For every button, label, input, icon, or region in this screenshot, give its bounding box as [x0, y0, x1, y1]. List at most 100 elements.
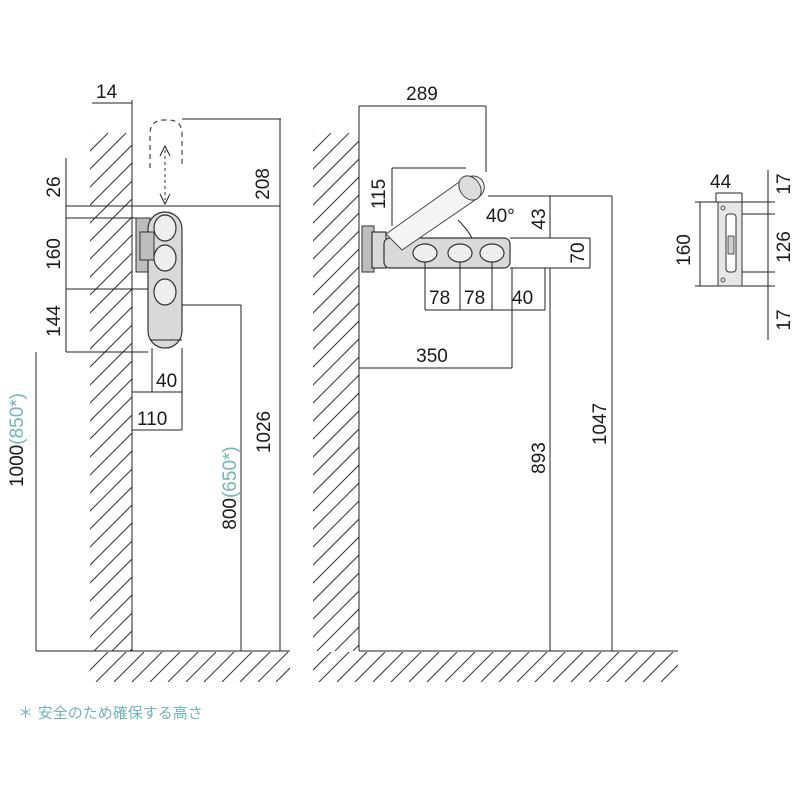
right-plate-hole-bottom: [720, 277, 726, 283]
left-arrow-down-icon: [159, 193, 171, 206]
hatch-line: [90, 652, 109, 671]
hatch-line: [313, 500, 359, 548]
middle-dim-43: 43: [529, 208, 550, 229]
middle-hole-1: [412, 243, 438, 263]
hatch-line: [90, 414, 132, 458]
left-dim-800: 800(650*): [220, 446, 241, 529]
left-wall-hatch: [90, 133, 666, 651]
left-arrow-up-icon: [159, 144, 171, 157]
middle-hole-2: [447, 243, 473, 263]
middle-dim-78a: 78: [429, 288, 450, 309]
hatch-line: [408, 652, 440, 682]
hatch-line: [697, 652, 727, 682]
left-dim-1000: 1000(850*): [7, 393, 28, 487]
hatch-line: [90, 486, 132, 530]
hatch-line: [90, 378, 132, 422]
right-dim-126: 126: [774, 231, 795, 263]
hatch-line: [313, 230, 359, 278]
right-dim-160: 160: [674, 234, 695, 266]
hatch-line: [90, 133, 127, 170]
hatch-line: [372, 652, 404, 682]
hatch-line: [294, 652, 324, 682]
middle-dim-40: 40: [512, 288, 533, 309]
hatch-line: [95, 652, 127, 682]
hatch-line: [588, 652, 620, 682]
hatch-line: [336, 652, 368, 682]
hatch-line: [313, 536, 359, 584]
hatch-line: [354, 652, 386, 682]
hatch-line: [444, 652, 476, 682]
hatch-line: [185, 652, 217, 682]
hatch-line: [113, 652, 145, 682]
hatch-line: [480, 652, 512, 682]
left-dim-144: 144: [44, 305, 65, 337]
middle-raised-arm-end: [458, 175, 482, 201]
hatch-line: [111, 630, 132, 651]
hatch-line: [313, 356, 359, 404]
hatch-line: [534, 652, 566, 682]
footnote: ＊ 安全のため確保する高さ: [18, 704, 203, 722]
middle-dim-350: 350: [416, 346, 448, 367]
hatch-line: [313, 518, 359, 566]
hatch-line: [167, 652, 199, 682]
hatch-line: [131, 652, 163, 682]
hatch-line: [90, 396, 132, 440]
hatch-line: [90, 198, 132, 242]
hatch-line: [90, 522, 132, 566]
hatch-line: [313, 652, 314, 653]
hatch-line: [606, 652, 638, 682]
middle-dim-40deg: 40°: [486, 206, 515, 227]
left-hole-2: [153, 244, 177, 272]
middle-floor-hatch: [313, 652, 727, 682]
hatch-line: [90, 252, 132, 296]
middle-dim-289: 289: [406, 84, 438, 105]
hatch-line: [313, 428, 359, 476]
left-dim-40: 40: [156, 371, 177, 392]
right-dim-17-bottom: 17: [774, 309, 795, 330]
left-hole-3: [153, 278, 177, 306]
hatch-line: [148, 133, 666, 651]
hatch-line: [318, 652, 350, 682]
hatch-line: [129, 648, 132, 651]
hatch-line: [462, 652, 494, 682]
hatch-line: [313, 212, 359, 260]
middle-dim-78b: 78: [464, 288, 485, 309]
middle-wall-hatch: [313, 133, 359, 651]
left-dim-1026: 1026: [254, 411, 275, 453]
hatch-line: [90, 450, 132, 494]
middle-dim-893: 893: [529, 442, 550, 474]
left-floor-hatch: [90, 652, 324, 682]
right-dim-17-top: 17: [774, 173, 795, 194]
hatch-line: [90, 652, 91, 653]
hatch-line: [90, 540, 132, 584]
hatch-line: [313, 176, 359, 224]
front-view: 289 115 40° 43 70 78 78 40 350 893 1047: [313, 84, 727, 682]
hatch-line: [313, 194, 359, 242]
hatch-line: [313, 410, 359, 458]
hatch-line: [90, 216, 132, 260]
hatch-line: [90, 133, 91, 134]
hatch-line: [221, 652, 253, 682]
left-bracket: [139, 231, 155, 261]
hatch-line: [90, 144, 132, 188]
hatch-line: [90, 558, 132, 602]
hatch-line: [90, 432, 132, 476]
hatch-line: [552, 652, 584, 682]
left-dim-208: 208: [253, 168, 274, 200]
middle-arm: [383, 237, 511, 269]
hatch-line: [149, 652, 181, 682]
hatch-line: [239, 652, 271, 682]
right-plate-screw: [727, 235, 735, 255]
left-hole-1: [153, 214, 177, 242]
left-raised-arm-outline: [149, 119, 183, 168]
hatch-line: [313, 652, 332, 671]
hatch-line: [624, 652, 656, 682]
hatch-line: [390, 652, 422, 682]
hatch-line: [313, 554, 359, 602]
middle-dim-115: 115: [369, 179, 390, 209]
right-dim-44: 44: [710, 172, 732, 193]
hatch-line: [203, 652, 235, 682]
hatch-line: [90, 180, 132, 224]
left-side-view: 14 208 26 160 144 40 110 800(650*) 1026 …: [7, 82, 666, 682]
hatch-line: [275, 667, 290, 682]
